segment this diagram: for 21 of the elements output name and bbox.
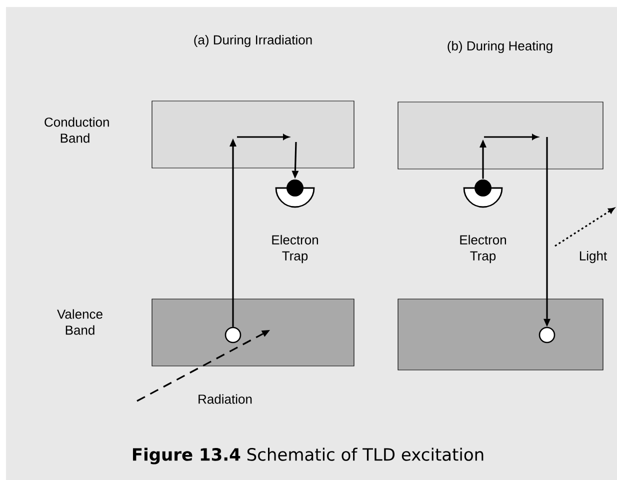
- figure-caption: Figure 13.4 Schematic of TLD excitation: [133, 448, 484, 464]
- band-label: Conduction Band: [44, 117, 109, 143]
- band-label: Valence Band: [57, 309, 102, 335]
- trap-label: Electron Trap: [272, 234, 318, 264]
- arrow: [544, 137, 550, 327]
- valence-band-box: [152, 298, 354, 366]
- conduction-band-box: [152, 100, 354, 168]
- electron-trap-drawing: [275, 180, 315, 208]
- heading: (b) During Heating: [448, 40, 552, 54]
- hole-circle: [224, 326, 242, 344]
- arrow: [292, 142, 299, 179]
- edge-label: Radiation: [196, 393, 254, 405]
- hole-circle: [538, 326, 556, 344]
- arrow: [136, 330, 270, 402]
- heading: (a) During Irradiation: [194, 34, 312, 48]
- trap-label: Electron Trap: [460, 234, 506, 264]
- electron-trap-drawing: [463, 180, 503, 208]
- arrow: [230, 138, 236, 327]
- conduction-band-box: [398, 102, 604, 170]
- light-label: Light: [580, 250, 607, 264]
- valence-band-box: [398, 298, 604, 370]
